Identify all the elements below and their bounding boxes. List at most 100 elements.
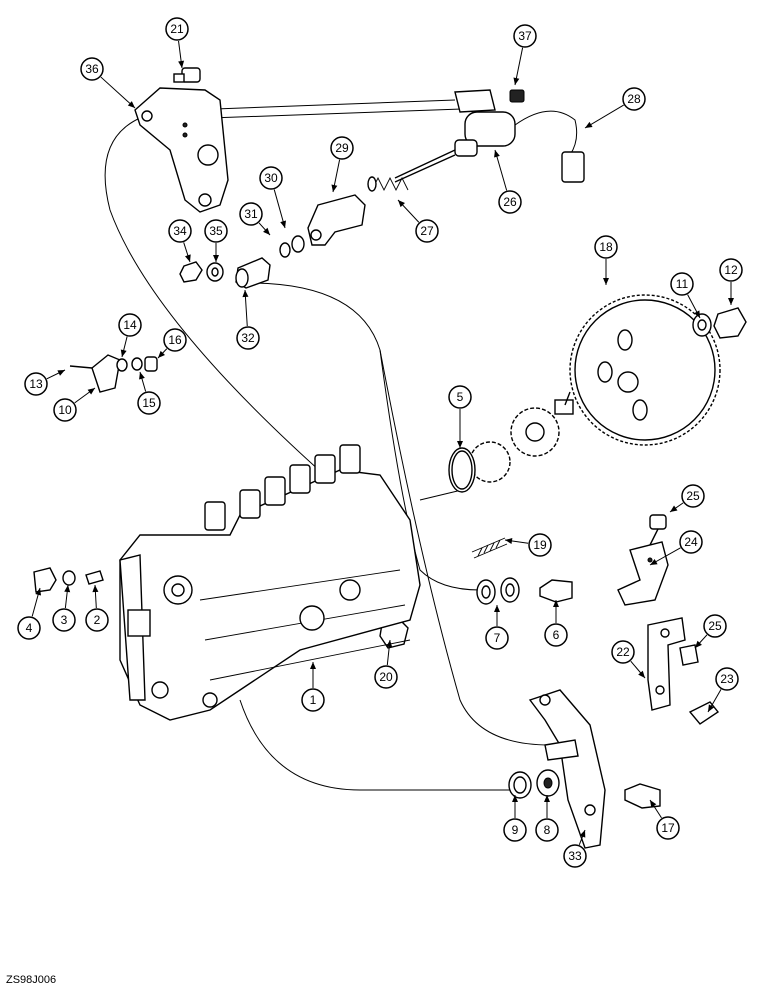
bracket-10 (69, 354, 158, 393)
leader-arrow-3 (64, 585, 71, 593)
callout-number: 3 (61, 613, 68, 627)
callout-36: 36 (80, 57, 104, 81)
callout-24: 24 (679, 530, 703, 554)
leader-arrow-37 (513, 77, 520, 85)
callout-number: 22 (616, 645, 630, 659)
washer-9 (508, 771, 532, 799)
callout-15: 15 (137, 391, 161, 415)
leader-arrow-25 (695, 640, 702, 648)
callout-19: 19 (528, 533, 552, 557)
callout-number: 15 (142, 396, 156, 410)
fitting-32 (235, 257, 271, 289)
callout-number: 28 (627, 92, 641, 106)
leader-arrow-14 (120, 349, 127, 357)
callout-circle (535, 818, 559, 842)
callout-number: 12 (724, 263, 738, 277)
leader-arrow-29 (331, 184, 338, 192)
leader-arrow-2 (92, 585, 99, 593)
leader-arrow-17 (650, 800, 657, 808)
lever-33 (528, 689, 606, 849)
callout-circle (715, 667, 739, 691)
callout-circle (681, 484, 705, 508)
callout-29: 29 (330, 136, 354, 160)
leader-arrow-30 (280, 220, 287, 228)
callout-3: 3 (52, 608, 76, 632)
callout-17: 17 (656, 816, 680, 840)
bushing-8 (536, 769, 560, 797)
callout-circle (204, 219, 228, 243)
callout-circle (17, 616, 41, 640)
leader-arrow-20 (386, 640, 393, 648)
callout-34: 34 (168, 219, 192, 243)
callout-number: 18 (599, 240, 613, 254)
callout-25: 25 (703, 614, 727, 638)
callout-2: 2 (85, 608, 109, 632)
leader-arrow-11 (694, 310, 700, 318)
injection-pump-1 (119, 444, 421, 721)
callout-number: 36 (85, 62, 99, 76)
callout-32: 32 (236, 326, 260, 350)
leader-arrow-32 (242, 290, 249, 298)
callout-circle (594, 235, 618, 259)
leader-line-26 (494, 149, 508, 191)
leader-arrow-33 (579, 830, 586, 838)
callout-37: 37 (513, 24, 537, 48)
gear-18 (569, 294, 721, 446)
callout-number: 20 (379, 670, 393, 684)
callout-number: 1 (310, 693, 317, 707)
coupling-hub (469, 391, 574, 483)
callout-number: 32 (241, 331, 255, 345)
callout-number: 21 (170, 22, 184, 36)
nut-12 (713, 307, 747, 339)
bolt-21 (173, 67, 201, 83)
callout-number: 9 (512, 823, 519, 837)
callout-circle (52, 608, 76, 632)
leader-arrow-18 (603, 278, 609, 285)
leader-arrow-27 (398, 200, 405, 208)
callout-number: 6 (553, 628, 560, 642)
callout-labels: 1234567891011121314151617181920212223242… (17, 17, 743, 868)
callout-14: 14 (118, 313, 142, 337)
callout-circle (622, 87, 646, 111)
leader-arrow-28 (585, 121, 593, 128)
callout-number: 37 (518, 29, 532, 43)
leader-arrow-15 (139, 372, 145, 380)
callout-number: 5 (457, 390, 464, 404)
leader-arrow-16 (158, 350, 165, 358)
callout-33: 33 (563, 844, 587, 868)
callout-27: 27 (415, 219, 439, 243)
callout-number: 35 (209, 224, 223, 238)
stud-19 (471, 537, 508, 559)
callout-number: 14 (123, 318, 137, 332)
callout-circle (563, 844, 587, 868)
fitting-6 (539, 579, 573, 603)
leader-lines (31, 40, 734, 845)
callout-number: 25 (686, 489, 700, 503)
callout-5: 5 (448, 385, 472, 409)
callout-circle (544, 623, 568, 647)
callout-number: 29 (335, 141, 349, 155)
callout-number: 7 (494, 631, 501, 645)
callout-number: 17 (661, 821, 675, 835)
callout-31: 31 (239, 202, 263, 226)
callout-18: 18 (594, 235, 618, 259)
callout-circle (611, 640, 635, 664)
leader-arrow-34 (184, 254, 191, 262)
callout-circle (301, 688, 325, 712)
callout-number: 13 (29, 377, 43, 391)
callout-number: 8 (544, 823, 551, 837)
bracket-24 (617, 541, 669, 606)
callout-circle (528, 533, 552, 557)
leader-arrow-10 (87, 388, 95, 395)
mounting-bracket-36 (134, 87, 229, 213)
callout-number: 27 (420, 224, 434, 238)
pump-outlets (204, 444, 361, 531)
leader-arrow-13 (57, 370, 65, 376)
callout-number: 4 (26, 621, 33, 635)
leader-arrow-22 (638, 670, 645, 678)
leader-arrow-1 (310, 662, 316, 669)
callout-circle (503, 818, 527, 842)
callout-28: 28 (622, 87, 646, 111)
callout-25: 25 (681, 484, 705, 508)
screw-2 (85, 570, 104, 585)
